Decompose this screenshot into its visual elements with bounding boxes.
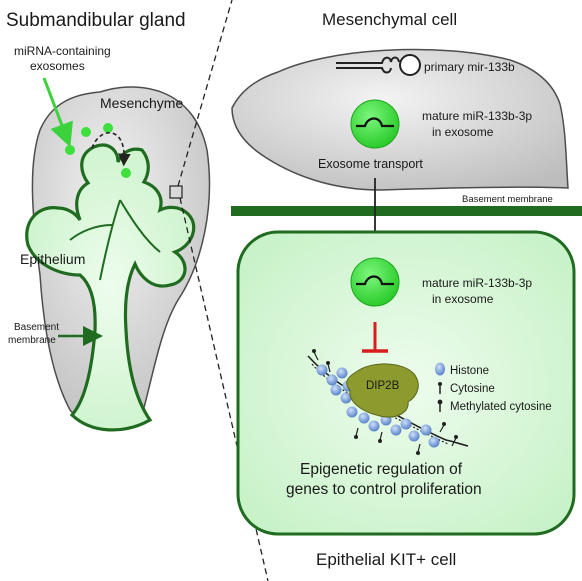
regulation-line2: genes to control proliferation <box>286 481 482 498</box>
epithelium-shape <box>25 143 196 432</box>
histone-cluster <box>316 364 440 448</box>
cytosine-icon <box>438 382 442 386</box>
methylated-cytosine-icon <box>437 399 443 405</box>
exosome-dot <box>81 127 91 137</box>
uptake-dashed-arrow <box>91 132 131 167</box>
dip2b-label: DIP2B <box>366 380 400 392</box>
legend-histone: Histone <box>450 365 489 377</box>
epithelium-branch-line <box>99 199 121 281</box>
epithelium-label: Epithelium <box>20 251 85 267</box>
methylated-cytosine-icon <box>416 451 420 455</box>
exosome-label-line2: exosomes <box>30 59 85 73</box>
zoom-box <box>169 185 183 199</box>
regulation-line1: Epigenetic regulation of <box>300 461 463 478</box>
legend-methylated-cytosine: Methylated cytosine <box>450 401 552 413</box>
methylated-cytosine-icon <box>442 422 446 426</box>
mesenchyme-label: Mesenchyme <box>100 95 183 111</box>
epithelium-branch-line <box>119 199 161 253</box>
histone-icon <box>435 362 445 376</box>
methylated-cytosine-icon <box>454 435 458 439</box>
histone-icon <box>390 424 402 436</box>
methylated-cytosine-icon <box>354 435 358 439</box>
dip2b-protein <box>346 363 419 418</box>
exosome-mesenchymal <box>350 99 400 149</box>
exosome-dot <box>103 123 113 133</box>
histone-icon <box>400 418 412 430</box>
zoom-line-top <box>177 0 233 187</box>
mature-mirna-icon <box>356 117 394 128</box>
zoom-line-bottom <box>179 197 269 581</box>
primary-mirna-loop <box>399 54 421 76</box>
epithelial-mature-line1: mature miR-133b-3p <box>422 276 532 290</box>
mesenchymal-title: Mesenchymal cell <box>322 10 457 29</box>
methylated-cytosine-icon <box>312 349 316 353</box>
mature-label-line2: in exosome <box>432 125 494 139</box>
histone-icon <box>428 436 440 448</box>
histone-icon <box>346 406 358 418</box>
methylation-pins <box>312 349 458 455</box>
basement-membrane-bar <box>231 206 582 216</box>
basement-label-line1: Basement <box>14 322 59 333</box>
primary-mirna-label: primary mir-133b <box>424 60 515 74</box>
exosome-dot <box>65 145 75 155</box>
histone-icon <box>326 374 338 386</box>
exosome-dot <box>121 168 131 178</box>
histone-icon <box>420 424 432 436</box>
legend: Histone Cytosine Methylated cytosine <box>435 362 552 413</box>
mature-mirna-icon <box>356 275 394 286</box>
histone-icon <box>408 430 420 442</box>
mesenchymal-cell <box>231 48 569 191</box>
histone-icon <box>330 384 342 396</box>
histone-icon <box>336 367 348 379</box>
basement-label-line2: membrane <box>8 335 56 346</box>
primary-mirna-strand <box>336 67 392 74</box>
dna-strand <box>307 355 469 447</box>
epithelial-mature-line2: in exosome <box>432 292 494 306</box>
basement-membrane-label: Basement membrane <box>462 194 553 205</box>
exosome-transport-label: Exosome transport <box>318 157 423 171</box>
primary-mirna-icon <box>336 56 400 64</box>
epithelium-branch-line <box>69 224 113 241</box>
histone-icon <box>316 364 328 376</box>
epithelial-title: Epithelial KIT+ cell <box>316 550 456 569</box>
histone-icon <box>358 412 370 424</box>
methylated-cytosine-icon <box>326 361 330 365</box>
exosome-epithelial <box>350 257 400 307</box>
histone-icon <box>368 420 380 432</box>
legend-cytosine: Cytosine <box>450 383 495 395</box>
histone-icon <box>340 392 352 404</box>
exosome-label-line1: miRNA-containing <box>14 44 111 58</box>
methylated-cytosine-icon <box>378 439 382 443</box>
exosome-arrow <box>42 77 73 148</box>
gland-title: Submandibular gland <box>6 10 186 31</box>
mature-label-line1: mature miR-133b-3p <box>422 109 532 123</box>
